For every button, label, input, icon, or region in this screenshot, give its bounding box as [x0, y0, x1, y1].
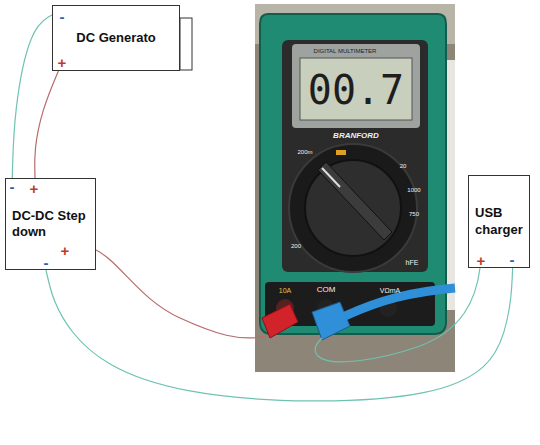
- polarity-mark: -: [10, 179, 15, 194]
- red-wire-to-probe: [96, 250, 266, 338]
- jack-label: 10A: [279, 287, 291, 294]
- box-label: DC Generato: [76, 30, 155, 46]
- dial-grip: [318, 162, 392, 240]
- polarity-mark: +: [58, 55, 67, 70]
- lcd-display: [300, 58, 412, 120]
- meter-reading: 00.7: [308, 70, 404, 110]
- dial-knob: [305, 160, 401, 256]
- wire: [35, 71, 59, 178]
- generator-box: DC Generato: [52, 5, 180, 71]
- polarity-mark: -: [510, 252, 515, 267]
- photo-background: [255, 4, 455, 372]
- meter-faceplate: [282, 40, 428, 272]
- range-label: 20: [400, 163, 407, 169]
- range-label: 750: [409, 211, 419, 217]
- box-label: USB charger: [475, 205, 523, 238]
- off-mark: [336, 150, 346, 155]
- teal-wire-to-com: [315, 268, 480, 362]
- polarity-mark: +: [61, 243, 70, 258]
- dial-pointer: [322, 168, 340, 187]
- wire: [46, 268, 513, 401]
- jack-label: VΩmA: [380, 287, 400, 294]
- polarity-mark: -: [44, 255, 49, 270]
- wire: [12, 15, 52, 178]
- meter-caption: DIGITAL MULTIMETER: [314, 48, 377, 54]
- polarity-mark: +: [30, 181, 39, 196]
- jack-label: COM: [317, 286, 336, 294]
- range-label: 200m: [297, 149, 312, 155]
- range-label: 200: [291, 243, 301, 249]
- brand-name: BRANFORD: [333, 132, 379, 140]
- meter-body: [260, 14, 446, 334]
- polarity-mark: +: [477, 253, 486, 268]
- polarity-mark: -: [60, 9, 65, 24]
- generator-shaft: [180, 18, 192, 70]
- blue-probe: [312, 302, 350, 340]
- converter-box: DC-DC Step down: [5, 178, 96, 270]
- range-label: 1000: [407, 187, 420, 193]
- dial-ring: [289, 144, 417, 272]
- range-label: hFE: [406, 259, 419, 266]
- red-probe: [262, 304, 298, 338]
- display-bezel: [292, 44, 420, 128]
- box-label: DC-DC Step down: [12, 208, 89, 241]
